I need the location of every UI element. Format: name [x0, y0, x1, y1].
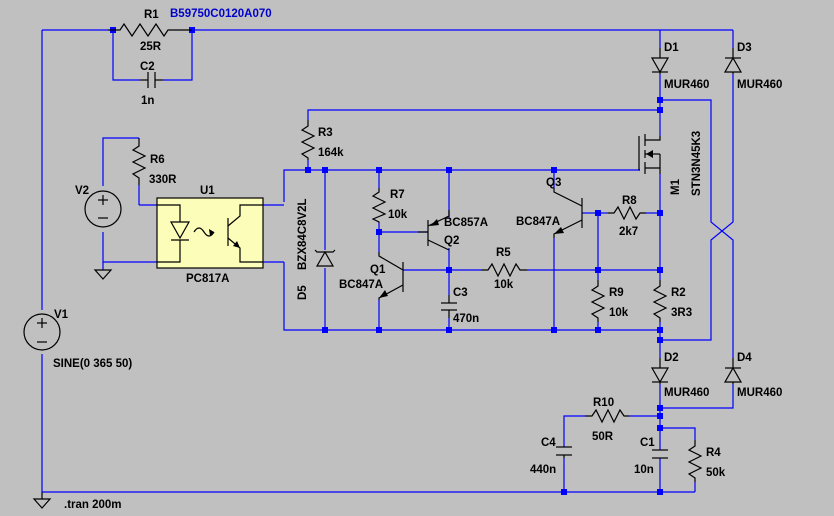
r1-ref: R1	[144, 9, 159, 21]
c3-ref: C3	[453, 287, 468, 299]
q3-value: BC847A	[516, 216, 560, 228]
transistor-q2[interactable]: BC857A Q2	[418, 210, 488, 251]
r10-ref: R10	[593, 397, 614, 409]
d3-value: MUR460	[737, 79, 782, 91]
c2-value: 1n	[141, 95, 154, 107]
c4-ref: C4	[541, 437, 556, 449]
r6-value: 330R	[149, 174, 177, 186]
r2-value: 3R3	[671, 307, 692, 319]
r4-ref: R4	[706, 447, 721, 459]
diode-d3[interactable]: D3 MUR460	[723, 42, 782, 91]
resistor-r7[interactable]: R7 10k	[371, 188, 408, 223]
spice-directive[interactable]: .tran 200m	[64, 499, 122, 511]
d1-ref: D1	[664, 42, 679, 54]
q3-ref: Q3	[546, 177, 561, 189]
m1-value: STN3N45K3	[691, 131, 703, 196]
c1-ref: C1	[640, 437, 655, 449]
resistor-r8[interactable]: R8 2k7	[608, 195, 646, 238]
v1-value: SINE(0 365 50)	[53, 358, 132, 370]
resistor-r3[interactable]: R3 164k	[300, 120, 344, 160]
resistor-r9[interactable]: R9 10k	[590, 280, 629, 322]
diode-d1[interactable]: D1 MUR460	[650, 42, 709, 91]
d2-ref: D2	[664, 352, 679, 364]
transistor-q3[interactable]: Q3 BC847A	[516, 177, 583, 238]
transistor-q1[interactable]: Q1 BC847A	[339, 252, 404, 300]
capacitor-c4[interactable]: C4 440n	[530, 437, 572, 476]
resistor-r5[interactable]: R5 10k	[481, 247, 527, 291]
r9-ref: R9	[609, 287, 624, 299]
r5-ref: R5	[496, 247, 511, 259]
capacitor-c1[interactable]: C1 10n	[634, 437, 668, 476]
r10-value: 50R	[592, 431, 614, 443]
v2-ref: V2	[75, 185, 89, 197]
r5-value: 10k	[494, 279, 514, 291]
d2-value: MUR460	[664, 387, 709, 399]
r7-value: 10k	[388, 209, 408, 221]
resistor-r1[interactable]: R1 25R B59750C0120A070	[108, 8, 272, 53]
v1-ref: V1	[54, 309, 69, 321]
u1-ref: U1	[200, 185, 215, 197]
r3-ref: R3	[318, 127, 333, 139]
q2-ref: Q2	[444, 235, 459, 247]
r8-ref: R8	[622, 195, 637, 207]
q1-value: BC847A	[339, 279, 383, 291]
resistor-r6[interactable]: R6 330R	[131, 138, 177, 186]
capacitor-c3[interactable]: C3 470n	[441, 287, 479, 325]
resistor-r2[interactable]: R2 3R3	[652, 280, 692, 322]
r8-value: 2k7	[619, 226, 638, 238]
d4-value: MUR460	[737, 387, 782, 399]
r2-ref: R2	[671, 287, 686, 299]
ground-icon-main	[32, 492, 52, 509]
diode-d4[interactable]: D4 MUR460	[723, 352, 782, 399]
r1-part-number: B59750C0120A070	[170, 8, 272, 20]
c3-value: 470n	[453, 313, 479, 325]
voltage-source-v1[interactable]: V1 SINE(0 365 50)	[23, 309, 132, 370]
r9-value: 10k	[609, 307, 629, 319]
resistor-r4[interactable]: R4 50k	[687, 440, 726, 482]
diode-d2[interactable]: D2 MUR460	[650, 352, 709, 399]
q2-value: BC857A	[444, 217, 488, 229]
voltage-source-v2[interactable]: V2	[75, 185, 122, 228]
d5-value: BZX84C8V2L	[297, 198, 309, 270]
mosfet-m1[interactable]: M1 STN3N45K3	[638, 131, 703, 196]
optocoupler-u1[interactable]: U1 PC817A	[156, 185, 264, 285]
c2-ref: C2	[140, 61, 155, 73]
r7-ref: R7	[390, 189, 405, 201]
r6-ref: R6	[150, 154, 165, 166]
capacitor-c2[interactable]: C2 1n	[140, 61, 163, 107]
r4-value: 50k	[706, 467, 726, 479]
d3-ref: D3	[737, 42, 752, 54]
ground-icon-v2	[93, 269, 113, 280]
c1-value: 10n	[634, 464, 654, 476]
r3-value: 164k	[318, 147, 344, 159]
d5-ref: D5	[297, 285, 309, 300]
d4-ref: D4	[737, 352, 752, 364]
resistor-r10[interactable]: R10 50R	[585, 397, 629, 443]
r1-value: 25R	[140, 41, 162, 53]
m1-ref: M1	[670, 178, 682, 195]
d1-value: MUR460	[664, 79, 709, 91]
c4-value: 440n	[530, 464, 556, 476]
zener-diode-d5[interactable]: BZX84C8V2L D5	[297, 198, 336, 300]
q1-ref: Q1	[370, 264, 386, 276]
u1-value: PC817A	[186, 273, 229, 285]
